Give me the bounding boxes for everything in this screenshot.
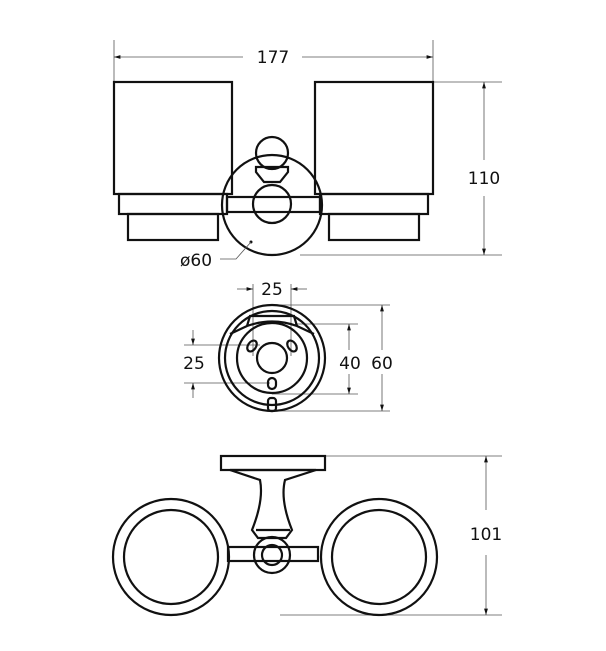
hole-spacing-horizontal-label: 25: [261, 280, 283, 300]
height-dimension-label: 110: [468, 169, 500, 189]
top-view: 101: [111, 454, 502, 617]
depth-dimension-label: 101: [470, 525, 502, 545]
hole-spacing-vertical-label: 25: [183, 354, 205, 374]
inner-diameter-label: 40: [339, 354, 361, 374]
front-view: 177 110 ø60: [112, 40, 502, 271]
outer-diameter-label: 60: [371, 354, 393, 374]
diameter-dimension-label: ø60: [180, 251, 212, 271]
width-dimension-label: 177: [257, 48, 289, 68]
base-plate-view: 25 25 40 60: [183, 280, 393, 413]
